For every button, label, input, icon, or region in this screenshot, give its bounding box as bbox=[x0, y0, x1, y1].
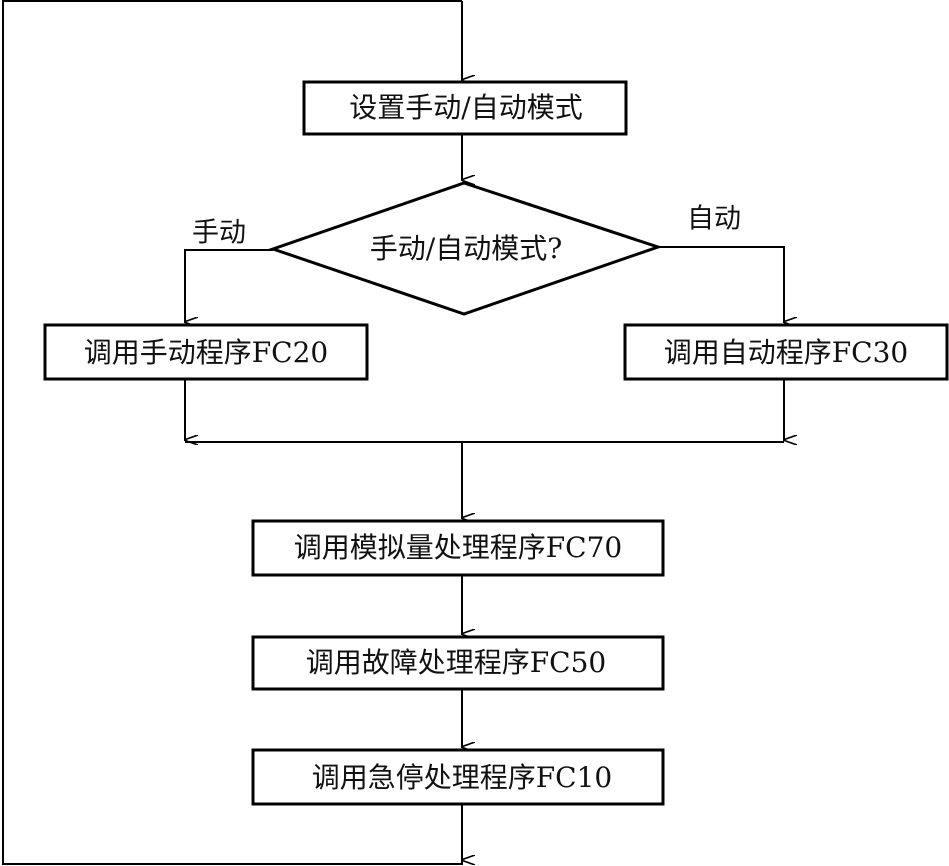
call-analog-label: 调用模拟量处理程序FC70 bbox=[293, 531, 623, 564]
call-manual-box bbox=[43, 323, 369, 381]
auto-branch-line bbox=[658, 246, 784, 322]
set-mode-label: 设置手动/自动模式 bbox=[349, 91, 583, 124]
branch-manual-label: 手动 bbox=[192, 217, 246, 249]
decision-label: 手动/自动模式? bbox=[369, 232, 563, 265]
branch-auto-label: 自动 bbox=[687, 203, 741, 235]
call-auto-label: 调用自动程序FC30 bbox=[663, 336, 909, 369]
call-fault-box bbox=[251, 635, 665, 691]
call-auto-box bbox=[623, 323, 949, 381]
call-estop-label: 调用急停处理程序FC10 bbox=[311, 761, 613, 794]
set-mode-box bbox=[302, 80, 628, 136]
call-manual-label: 调用手动程序FC20 bbox=[83, 336, 329, 369]
call-fault-label: 调用故障处理程序FC50 bbox=[305, 646, 607, 679]
call-analog-box bbox=[251, 519, 665, 577]
decision-diamond bbox=[268, 181, 663, 316]
call-estop-box bbox=[251, 748, 665, 806]
manual-branch-line bbox=[184, 249, 273, 322]
